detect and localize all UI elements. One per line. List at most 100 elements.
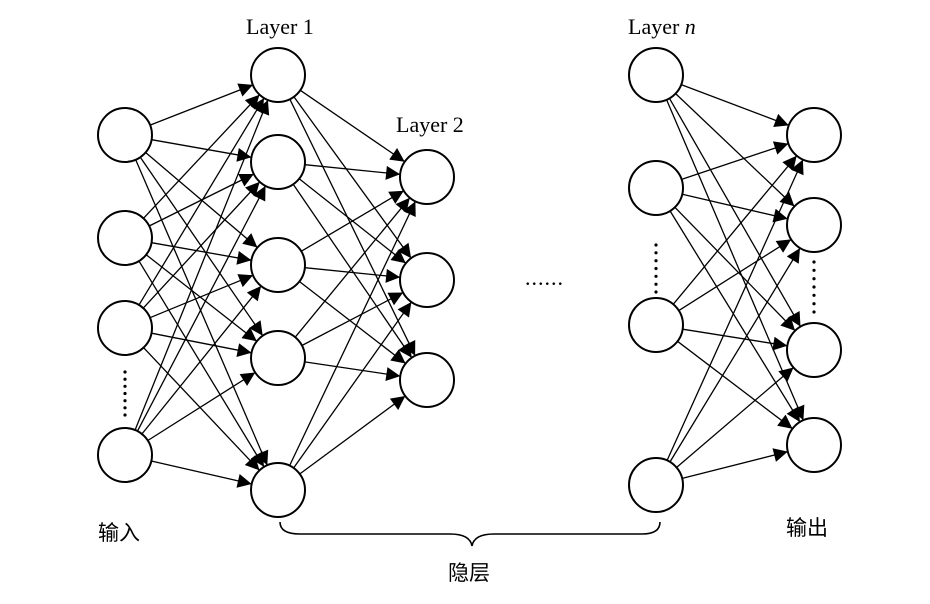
ellipsis-dot (654, 243, 658, 247)
edge-layer1-to-layer2 (300, 190, 405, 252)
edge-layer-n-to-output (669, 210, 801, 423)
layer-n-label: Layer n (628, 14, 696, 39)
ellipsis-dot (812, 293, 816, 297)
output-node (786, 417, 842, 473)
edge-input-to-layer1 (149, 83, 254, 126)
edge-layer1-to-layer2 (292, 183, 413, 359)
vertical-ellipses (123, 243, 816, 417)
edge-layer-n-to-output (674, 206, 796, 332)
ellipsis-dot (123, 391, 127, 396)
edge-layer-n-to-output (677, 340, 793, 430)
edge-input-to-layer1 (149, 274, 254, 319)
layer1-node (250, 134, 306, 190)
ellipsis-dot (654, 274, 658, 278)
ellipsis-dot (812, 268, 816, 272)
ellipsis-dot (654, 251, 658, 255)
ellipsis-dot (654, 290, 658, 294)
ellipsis-dot (123, 384, 127, 388)
edge-input-to-layer1 (151, 242, 252, 265)
edge-input-to-layer1 (141, 285, 262, 435)
edge-layer-n-to-output (676, 367, 794, 468)
ellipsis-dot (123, 377, 127, 381)
edge-layer-n-to-output (681, 141, 789, 181)
edge-input-to-layer1 (151, 460, 252, 488)
ellipsis-dot (654, 282, 658, 286)
layer1-node (250, 462, 306, 518)
layer2-node (399, 252, 455, 308)
input-node (97, 210, 153, 266)
output-label: 输出 (786, 516, 828, 540)
hidden-label: 隐层 (448, 561, 490, 585)
edge-input-to-layer1 (147, 371, 256, 442)
layer2-node (399, 149, 455, 205)
edge-layer-n-to-output (669, 247, 801, 463)
layer1-node (250, 330, 306, 386)
edge-input-to-layer1 (142, 181, 261, 309)
edge-layer-n-to-output (682, 448, 788, 480)
input-node (97, 107, 153, 163)
connection-edges (134, 83, 805, 488)
edge-layer1-to-layer2 (304, 361, 401, 381)
edge-input-to-layer1 (139, 156, 264, 337)
ellipsis-dot (654, 259, 658, 263)
ellipsis-dot (654, 266, 658, 271)
edge-layer-n-to-output (672, 155, 798, 305)
edge-layer1-to-layer2 (289, 201, 416, 466)
output-vertical-ellipsis (812, 260, 816, 314)
edge-input-to-layer1 (138, 260, 265, 468)
input-node (97, 300, 153, 356)
layer-n-node (628, 47, 684, 103)
edge-layer1-to-layer2 (299, 395, 406, 475)
input-vertical-ellipsis (123, 370, 127, 417)
edge-layer-n-to-output (682, 193, 788, 223)
input-node (97, 427, 153, 483)
edge-layer-n-to-output (682, 328, 788, 351)
layer2-label: Layer 2 (396, 112, 464, 137)
hidden-layer-ellipsis: ...... (525, 265, 564, 290)
edge-layer-n-to-output (666, 159, 804, 461)
edge-layer1-to-layer2 (304, 164, 401, 180)
edge-layer1-to-layer2 (293, 96, 412, 259)
edge-layer-n-to-output (675, 93, 795, 207)
edge-layer1-to-layer2 (293, 301, 412, 469)
edge-input-to-layer1 (134, 99, 270, 431)
edge-layer-n-to-output (678, 238, 792, 312)
edge-input-to-layer1 (145, 254, 258, 342)
ellipsis-dot (123, 399, 127, 403)
edge-input-to-layer1 (135, 159, 269, 466)
layer-n-node (628, 297, 684, 353)
edge-input-to-layer1 (151, 139, 252, 162)
edge-layer1-to-layer2 (294, 197, 411, 338)
edge-input-to-layer1 (136, 185, 267, 432)
edge-input-to-layer1 (143, 347, 260, 471)
output-node (786, 107, 842, 163)
edge-layer1-to-layer2 (289, 99, 416, 356)
ellipsis-dot (812, 277, 816, 281)
edge-layer-n-to-output (666, 99, 805, 421)
layer-n-vertical-ellipsis (654, 243, 658, 294)
ellipsis-dot (123, 413, 127, 417)
edge-input-to-layer1 (148, 173, 255, 227)
network-nodes (97, 47, 842, 518)
edge-layer-n-to-output (668, 98, 802, 327)
hidden-layer-brace (279, 521, 661, 547)
layer-n-node (628, 160, 684, 216)
ellipsis-dot (812, 302, 816, 306)
output-node (786, 322, 842, 378)
layer1-label: Layer 1 (246, 14, 314, 39)
edge-input-to-layer1 (151, 332, 252, 357)
edge-layer1-to-layer2 (304, 267, 401, 283)
layer-n-node (628, 457, 684, 513)
layer1-node (250, 47, 306, 103)
layer2-node (399, 352, 455, 408)
ellipsis-dot (812, 260, 816, 264)
edge-layer1-to-layer2 (301, 291, 404, 347)
edge-layer-n-to-output (680, 83, 790, 127)
edge-layer1-to-layer2 (299, 280, 406, 365)
edge-input-to-layer1 (143, 94, 260, 219)
ellipsis-dot (812, 310, 816, 314)
edge-input-to-layer1 (138, 97, 265, 306)
edge-layer1-to-layer2 (299, 89, 406, 163)
output-node (786, 197, 842, 253)
